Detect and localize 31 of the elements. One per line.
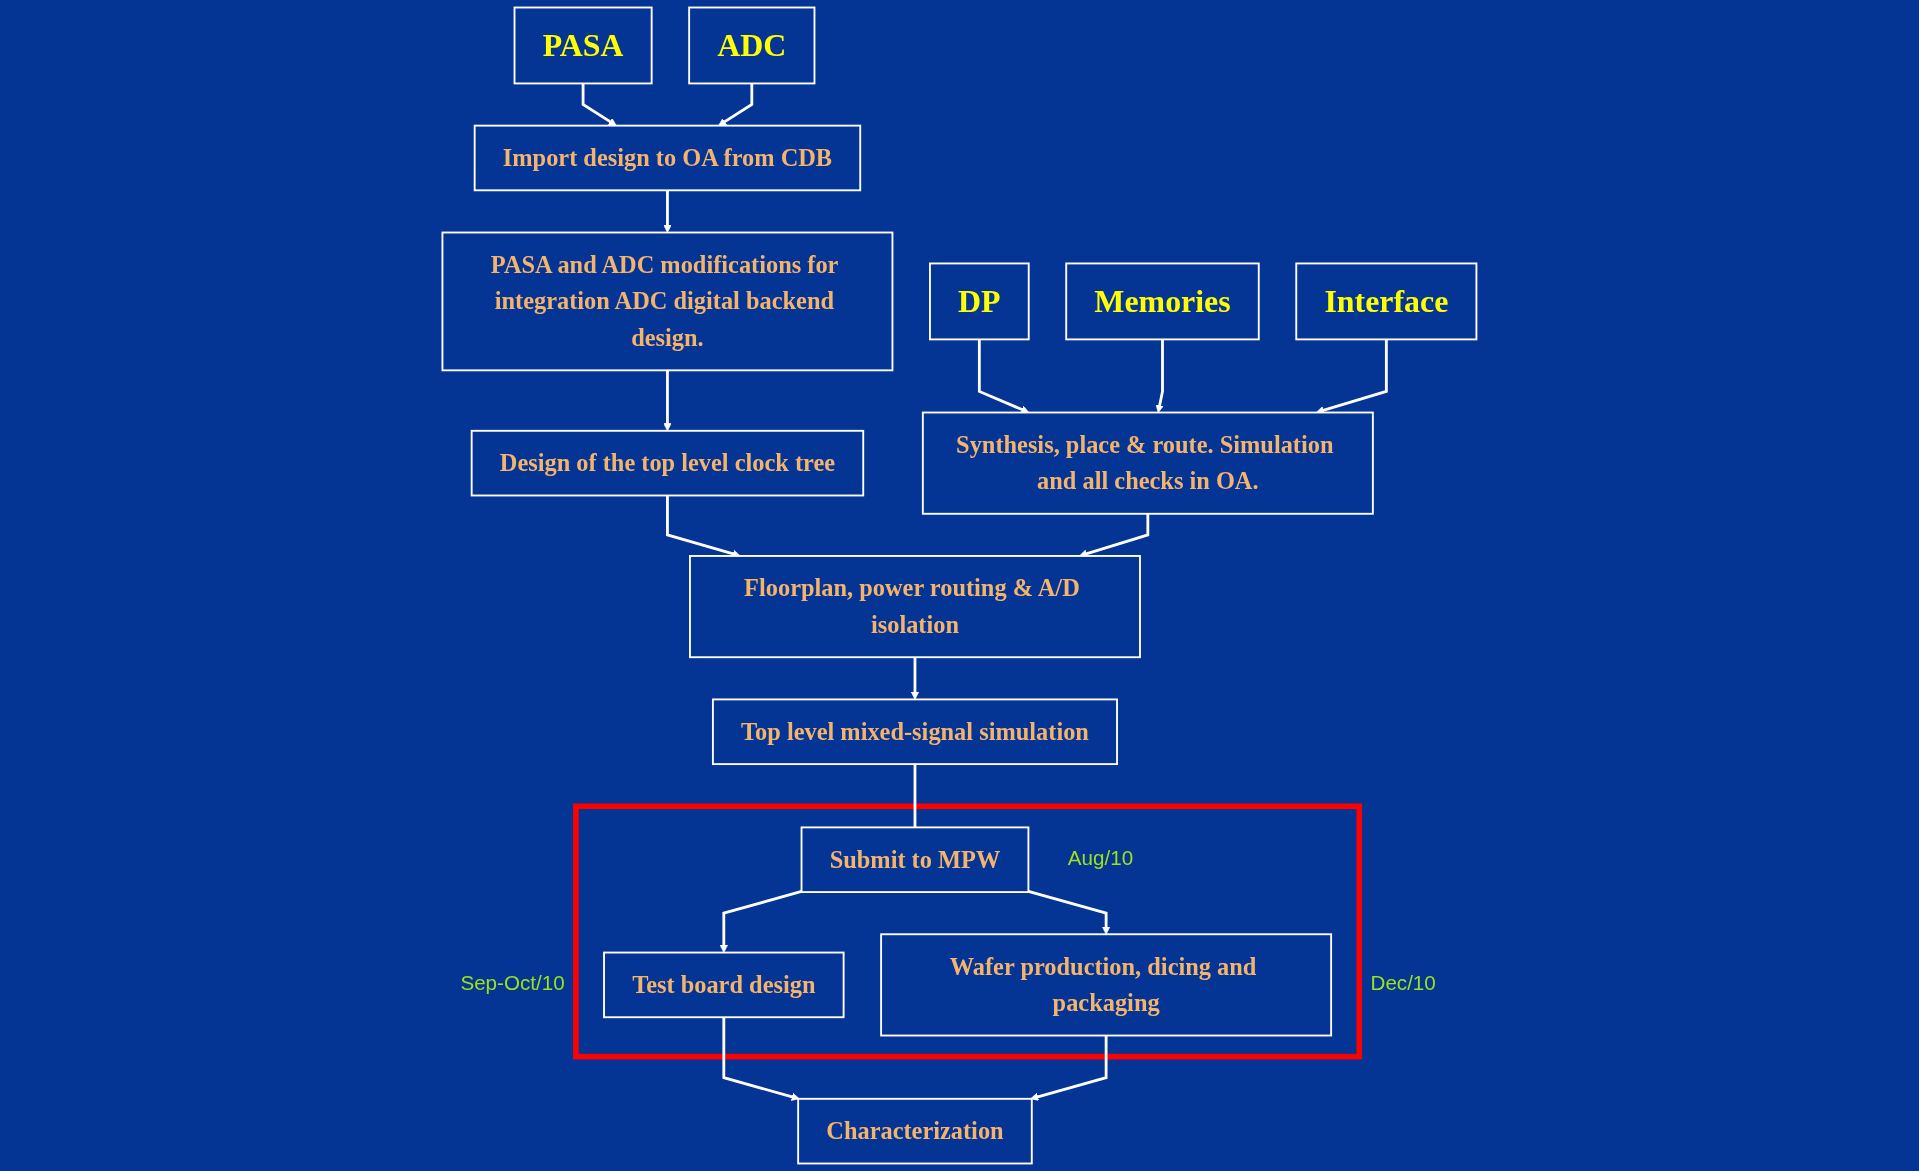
node-box: Interface xyxy=(1295,262,1478,341)
node-box: Test board design xyxy=(603,951,845,1019)
node-box: Memories xyxy=(1065,262,1260,341)
node-box: Top level mixed-signal simulation xyxy=(712,698,1119,766)
arrow xyxy=(978,339,1030,414)
node-box: DP xyxy=(929,262,1030,341)
arrow xyxy=(1028,890,1111,935)
node-box: Submit to MPW xyxy=(800,826,1030,894)
node-box: Design of the top level clock tree xyxy=(470,429,865,497)
arrow xyxy=(581,83,617,126)
date-label: Dec/10 xyxy=(1370,971,1436,995)
date-label: Sep-Oct/10 xyxy=(460,971,565,995)
node-box: Import design to OA from CDB xyxy=(473,124,862,192)
node-box: Synthesis, place & route. Simulation and all checks in OA. xyxy=(921,411,1374,515)
arrow xyxy=(722,1017,800,1101)
arrow xyxy=(663,190,672,233)
arrow xyxy=(718,83,754,126)
date-label: Aug/10 xyxy=(1067,846,1134,870)
node-box: Wafer production, dicing and packaging xyxy=(880,933,1333,1037)
node-box: ADC xyxy=(688,6,816,85)
arrow xyxy=(1030,1035,1108,1101)
node-box: PASA xyxy=(513,6,653,85)
arrow xyxy=(1155,339,1164,413)
arrow xyxy=(910,657,920,700)
connector xyxy=(913,764,917,828)
node-box: Characterization xyxy=(797,1097,1033,1165)
arrow xyxy=(719,890,802,953)
cluster xyxy=(573,803,1363,1060)
node-box: PASA and ADC modifications for integration ADC digital backend design. xyxy=(441,231,894,372)
node-box: Floorplan, power routing & A/D isolation xyxy=(689,555,1141,659)
arrow xyxy=(663,370,672,432)
